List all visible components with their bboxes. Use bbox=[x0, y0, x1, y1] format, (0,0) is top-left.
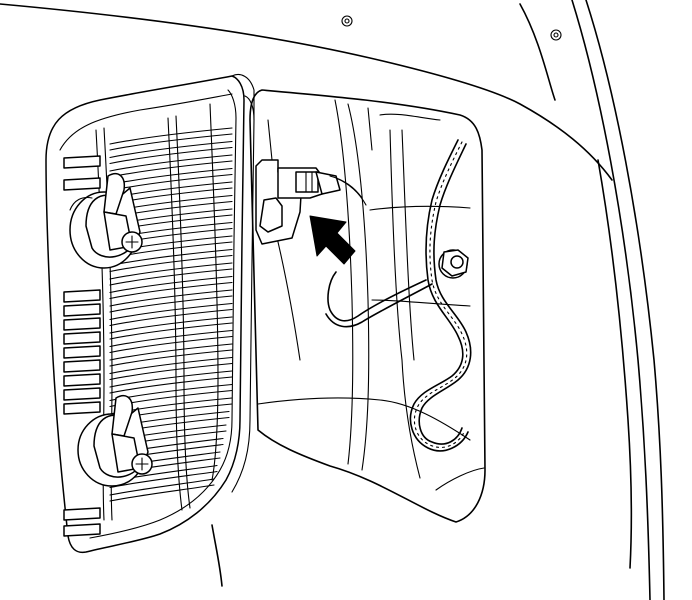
reflector-slat bbox=[109, 478, 215, 496]
rivet bbox=[550, 29, 562, 41]
reflector-slat bbox=[109, 484, 215, 502]
reflector-slat bbox=[109, 146, 233, 165]
reflector-slat bbox=[109, 275, 233, 294]
body-panel bbox=[0, 0, 665, 600]
screw-icon bbox=[121, 231, 143, 253]
reflector-slat bbox=[109, 154, 233, 172]
reflector-slat bbox=[109, 308, 233, 327]
reflector-slat bbox=[109, 133, 233, 151]
nut-icon bbox=[438, 249, 469, 279]
wiring-harness bbox=[325, 139, 472, 452]
clip-tab bbox=[63, 177, 101, 191]
clip-tab bbox=[63, 317, 101, 331]
clip-tab bbox=[63, 373, 101, 387]
bulb-connector bbox=[255, 159, 367, 245]
reflector-slat bbox=[109, 289, 233, 307]
screw-icon bbox=[131, 453, 153, 475]
reflector-slat bbox=[109, 295, 233, 313]
reflector-slat bbox=[109, 281, 233, 300]
clip-tab bbox=[63, 345, 101, 359]
clip-tab bbox=[63, 401, 101, 415]
clip-tabs bbox=[63, 155, 101, 537]
reflector-slat bbox=[109, 268, 233, 286]
clip-tab bbox=[63, 289, 101, 303]
reflector-slat bbox=[109, 262, 233, 280]
rivet bbox=[341, 15, 353, 27]
clip-tab bbox=[63, 387, 101, 401]
clip-tab bbox=[63, 507, 101, 521]
lamp-opening bbox=[249, 89, 486, 523]
clip-tab bbox=[63, 523, 101, 537]
reflector-slat bbox=[109, 127, 233, 145]
arrow-icon bbox=[309, 215, 356, 265]
reflector-slat bbox=[109, 140, 233, 159]
clip-tab bbox=[63, 359, 101, 373]
clip-tab bbox=[63, 303, 101, 317]
clip-tab bbox=[63, 155, 101, 169]
reflector-slat bbox=[109, 254, 233, 273]
clip-tab bbox=[63, 331, 101, 345]
reflector-slat bbox=[109, 302, 233, 321]
